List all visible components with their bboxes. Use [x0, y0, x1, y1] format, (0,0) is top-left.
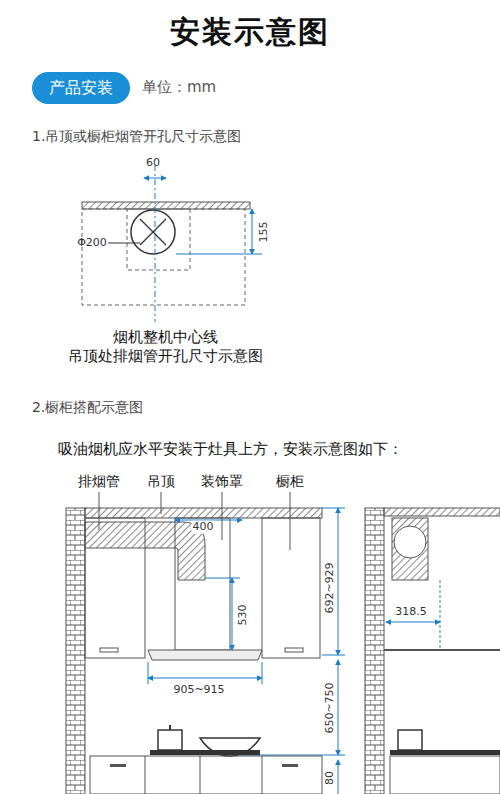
caption-line: 吊顶处排烟管开孔尺寸示意图	[68, 348, 263, 365]
dimension: 80	[324, 770, 337, 786]
part-name: 橱柜	[276, 473, 304, 489]
instruction-note: 吸油烟机应水平安装于灶具上方，安装示意图如下：	[58, 441, 403, 458]
dimension: 318.5	[394, 606, 428, 619]
dimension: 60	[146, 157, 160, 170]
part-name: 吊顶	[147, 473, 175, 489]
dimension: 530	[237, 604, 250, 627]
part-name: 排烟管	[78, 473, 120, 489]
caption-line: 烟机整机中心线	[113, 329, 218, 346]
part-name: 装饰罩	[201, 473, 243, 489]
section-heading: 2.橱柜搭配示意图	[32, 399, 143, 415]
unit-note: 单位：mm	[142, 79, 216, 96]
section-badge: 产品安装	[32, 72, 130, 104]
dimension: 400	[192, 521, 215, 534]
dimension: 905~915	[172, 684, 225, 697]
dimension: 692~929	[324, 561, 337, 614]
dimension: 650~750	[324, 681, 337, 734]
badge-text: 产品安装	[49, 79, 113, 97]
section-heading: 1.吊顶或橱柜烟管开孔尺寸示意图	[32, 128, 241, 144]
dimension: 155	[258, 221, 271, 244]
dimension: Φ200	[77, 237, 107, 250]
page-title: 安装示意图	[170, 15, 330, 50]
